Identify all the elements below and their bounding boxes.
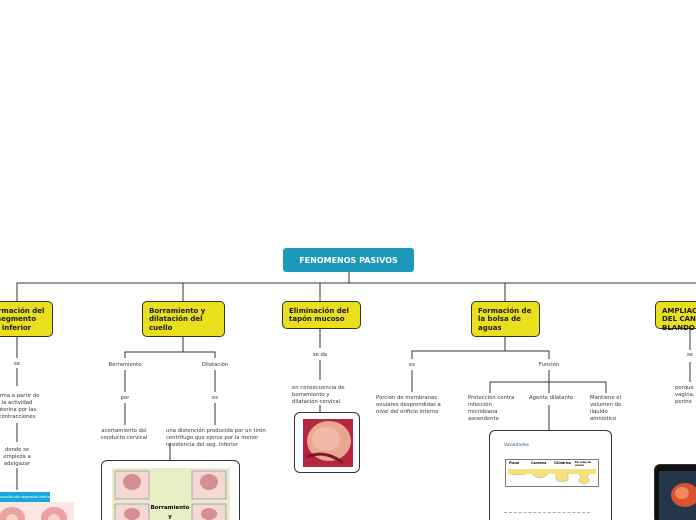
segmento-image-banner: Formación del segmento inferior	[0, 492, 50, 502]
connector-label: se	[686, 352, 694, 358]
image-caption: Borramiento y	[150, 505, 190, 520]
topic-borramiento-dilatacion[interactable]: Borramiento y dilatación del cuello	[142, 301, 225, 337]
variedades-title: Variedades	[504, 443, 529, 448]
borramiento-image-card[interactable]: Borramiento y	[101, 460, 240, 520]
funcion-item-agente: Agente dilatante	[529, 395, 574, 401]
connector-label: se da	[312, 352, 328, 358]
funcion-item-proteccion: Protección contra infección microbiana a…	[468, 395, 515, 423]
topic-label: Borramiento y dilatación del cuello	[149, 307, 206, 332]
connector-label: se	[13, 361, 21, 367]
dilatacion-definition: una distención producida por un tirón ce…	[166, 428, 266, 449]
topic-formacion-segmento[interactable]: Formación del segmento inferior	[0, 301, 53, 337]
borramiento-label: Borramiento	[108, 362, 142, 368]
segmento-detail: donde se empieza a adelgazar	[3, 447, 31, 468]
bolsa-definition: Porción de membranas ovulares desprendid…	[376, 395, 441, 416]
topic-bolsa-aguas[interactable]: Formación de la bolsa de aguas	[471, 301, 540, 337]
topic-tapon-mucoso[interactable]: Eliminación del tapón mucoso	[282, 301, 361, 329]
dilatacion-label: Dilatación	[201, 362, 229, 368]
funcion-item-volumen: Mantiene el volumen de líquido amniótico	[590, 395, 622, 423]
connector-label: es	[211, 395, 219, 401]
topic-label: Eliminación del tapón mucoso	[289, 307, 349, 324]
tapon-image-card[interactable]	[294, 412, 360, 473]
connector-label: por	[120, 395, 130, 401]
uterus-illustration-icon	[0, 502, 74, 520]
variedad-reloj-label: En reloj de arena	[575, 460, 592, 467]
fetus-photo-icon	[659, 471, 696, 520]
canal-description: porque vagina, perine	[675, 385, 695, 406]
topic-label: AMPLIACIÓN DEL CANAL BLANDO	[662, 307, 696, 332]
borramiento-definition: acortamiento del conducto cervical	[100, 428, 148, 442]
variedad-plana-label: Plana	[509, 461, 519, 465]
connector-label: es	[408, 362, 416, 368]
topic-ampliacion-canal[interactable]: AMPLIACIÓN DEL CANAL BLANDO	[655, 301, 696, 332]
borramiento-illustration: Borramiento y	[112, 468, 230, 520]
canal-image-card[interactable]	[654, 464, 696, 520]
funcion-label: Función	[538, 362, 560, 368]
segmento-description: forma a partir de la actividad uterina p…	[0, 393, 40, 421]
segmento-illustration	[0, 502, 74, 520]
cervix-diagram-icon	[114, 470, 227, 520]
root-topic[interactable]: FENOMENOS PASIVOS	[283, 248, 414, 272]
variedad-convexa-label: Convexa	[531, 461, 547, 465]
divider	[504, 512, 590, 513]
topic-label: Formación de la bolsa de aguas	[478, 307, 532, 332]
tapon-description: en consecuencia de borramiento y dilatac…	[292, 385, 345, 406]
variedad-cilindrica-label: Cilíndrica	[554, 461, 571, 465]
variedades-diagram: Plana Convexa Cilíndrica En reloj de are…	[505, 459, 599, 487]
pregnant-belly-photo-icon	[303, 419, 353, 467]
bolsa-shapes-icon	[508, 469, 596, 485]
variedades-image-card[interactable]: Variedades Plana Convexa Cilíndrica En r…	[489, 430, 612, 520]
topic-label: Formación del segmento inferior	[0, 307, 45, 332]
